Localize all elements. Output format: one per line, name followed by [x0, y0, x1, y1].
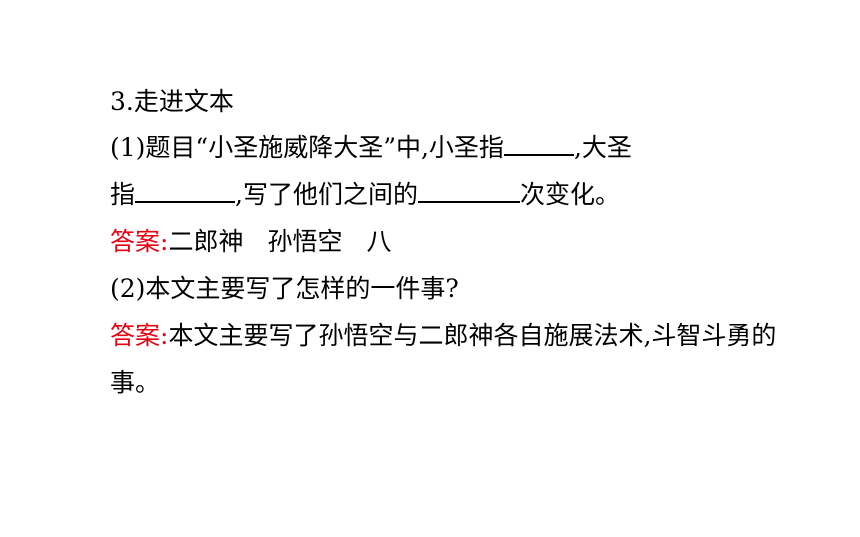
- section-heading: 3.走进文本: [110, 87, 234, 116]
- answer-1-item-2: 孙悟空: [267, 227, 343, 256]
- answer-2-line-2: 事。: [110, 368, 161, 397]
- answer-1-item-3: 八: [366, 227, 392, 256]
- question-1-line-2: 指 ,写了他们之间的 次变化。: [110, 179, 620, 211]
- question-1-line-1: (1)题目“小圣施威降大圣”中,小圣指 ,大圣: [110, 132, 632, 164]
- answer-2-label: 答案:: [110, 321, 169, 350]
- question-1-text-a: (1)题目“小圣施威降大圣”中,小圣指: [110, 133, 504, 162]
- blank-transform-count: [417, 179, 520, 203]
- blank-great-sage: [135, 179, 236, 203]
- answer-2-line-1: 答案:本文主要写了孙悟空与二郎神各自施展法术,斗智斗勇的: [110, 320, 776, 352]
- answer-1: 答案:二郎神孙悟空八: [110, 226, 391, 258]
- question-1-text-d: ,写了他们之间的: [235, 180, 418, 209]
- answer-1-item-1: 二郎神: [168, 227, 244, 256]
- question-2: (2)本文主要写了怎样的一件事?: [110, 274, 459, 303]
- blank-little-sage: [503, 132, 574, 156]
- question-1-text-b: ,大圣: [573, 133, 632, 162]
- question-1-text-e: 次变化。: [519, 180, 620, 209]
- answer-2-text-1: 本文主要写了孙悟空与二郎神各自施展法术,斗智斗勇的: [168, 321, 777, 350]
- answer-1-label: 答案:: [110, 227, 169, 256]
- question-1-text-c: 指: [110, 180, 136, 209]
